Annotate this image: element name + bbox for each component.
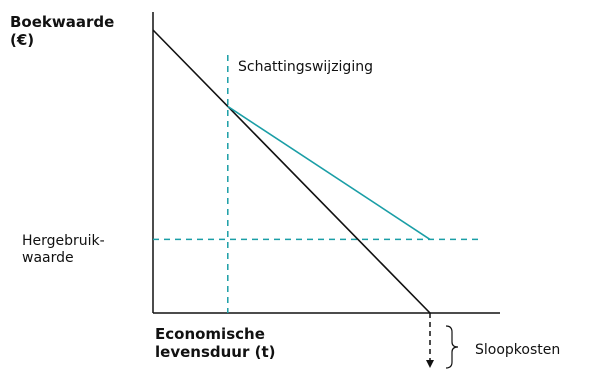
series-line-revised [227,105,431,241]
y-axis-label-line2: (€) [10,31,35,49]
residual-value-label-line2: waarde [22,250,74,266]
series-line-original [152,29,431,314]
residual-value-label-line1: Hergebruik- [22,233,105,249]
y-axis-label-line1: Boekwaarde [10,13,115,31]
demolition-cost-label: Sloopkosten [475,342,561,358]
demolition-arrow-head [426,360,434,368]
estimate-change-label: Schattingswijziging [238,59,373,75]
x-axis-label-line2: levensduur (t) [155,343,276,361]
demolition-brace [445,325,459,369]
x-axis-label-line1: Economische [155,325,265,343]
